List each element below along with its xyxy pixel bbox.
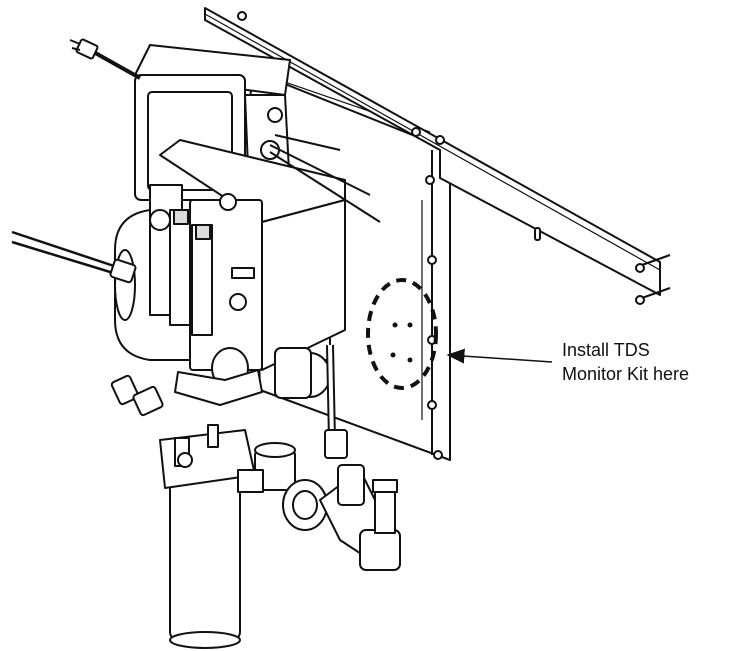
solenoid-valve (237, 442, 296, 493)
power-cord (69, 38, 141, 80)
pressure-gauge (282, 479, 328, 531)
callout-arrow (446, 348, 553, 364)
mounting-foot (174, 369, 263, 406)
callout-label: Install TDS Monitor Kit here (562, 338, 689, 386)
flow-meters (149, 184, 237, 336)
sensor-cables (269, 134, 381, 223)
outlet-piping (319, 464, 401, 571)
panel-holes (390, 322, 413, 363)
callout-line-1: Install TDS (562, 340, 650, 360)
loose-fitting (110, 374, 164, 417)
tds-kit-location-marker (366, 278, 438, 390)
pump (211, 347, 331, 399)
inlet-tubing (11, 230, 137, 284)
callout-line-2: Monitor Kit here (562, 364, 690, 384)
mounting-rail (204, 7, 671, 305)
upper-control-box (134, 44, 291, 216)
water-filter (159, 424, 256, 649)
drain-tube (324, 344, 348, 459)
